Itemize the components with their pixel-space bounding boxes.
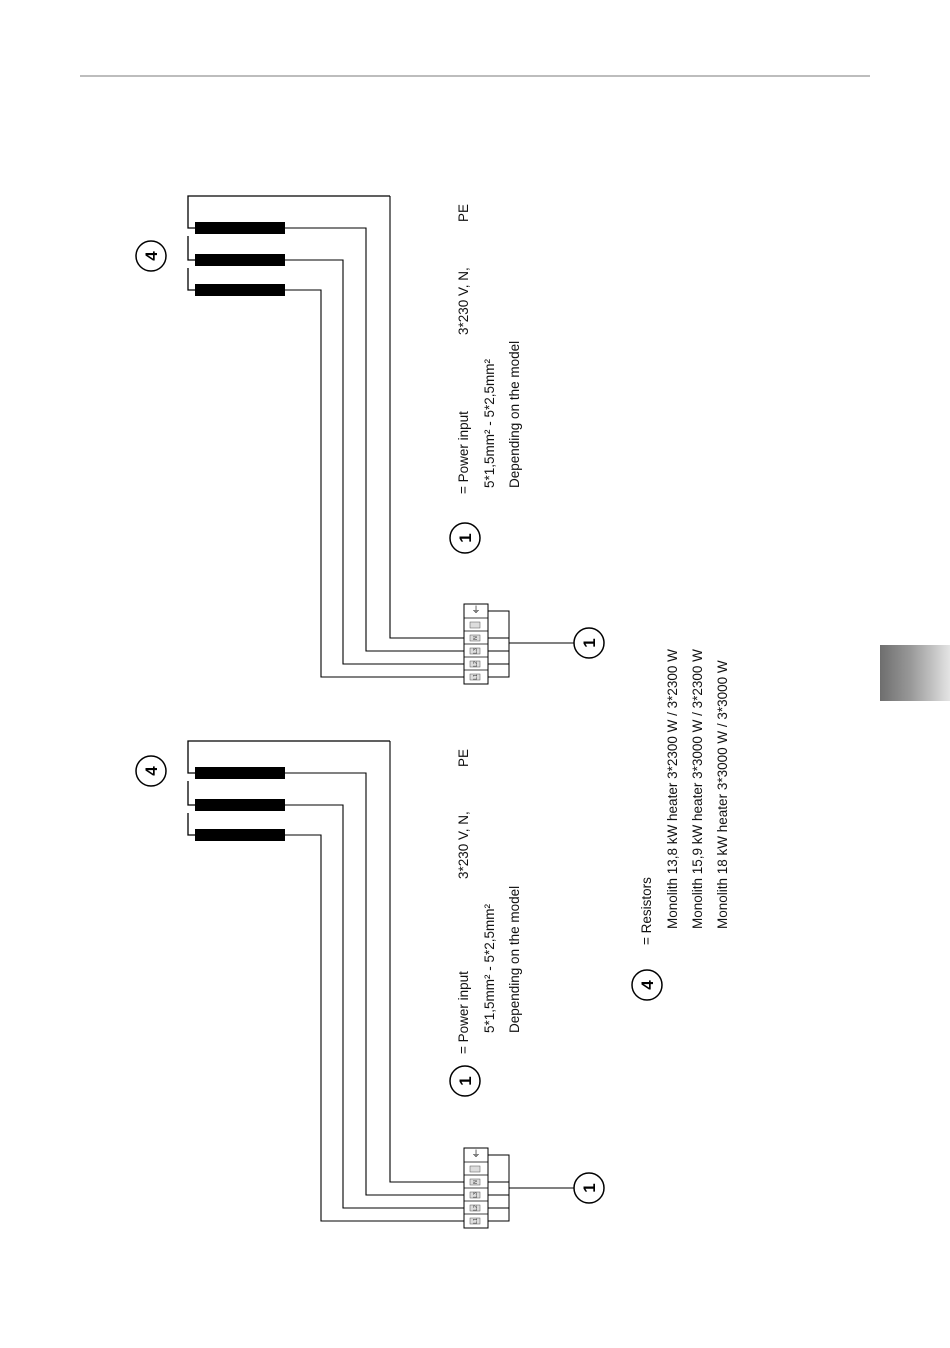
legend-pe: PE [456,204,471,222]
callout-power-input: 1 [573,1172,605,1204]
resistors-legend: 4 = Resistors Monolith 13,8 kW heater 3*… [631,649,730,1001]
resistor-element [195,284,285,296]
earth-symbol: ⏚ [471,1149,480,1159]
wire [285,259,466,665]
terminal-label: L3 [473,648,479,654]
legend-line-1: = Power input [456,971,471,1054]
wire [389,741,466,1183]
resistor-element [195,799,285,811]
terminal-label: L3 [473,1192,479,1198]
legend-line-2: 5*1,5mm² - 5*2,5mm² [482,903,497,1033]
svg-text:4: 4 [638,980,657,990]
wire [285,289,466,678]
legend-voltage: 3*230 V, N, [456,267,471,335]
legend-marker [449,1065,481,1097]
svg-text:1: 1 [580,638,599,647]
resistors-title: = Resistors [639,877,654,945]
terminal-label: L1 [473,1218,479,1224]
resistor-spec-row: Monolith 18 kW heater 3*3000 W / 3*3000 … [715,660,730,929]
terminal-label: L1 [473,674,479,680]
power-input-legend: 1 = Power input 3*230 V, N, PE 5*1,5mm² … [449,204,522,554]
earth-symbol: ⏚ [471,605,480,615]
legend-marker [631,969,663,1001]
power-input-legend: 1 = Power input 3*230 V, N, PE 5*1,5mm² … [449,749,522,1097]
callout-resistors: 4 [135,755,167,787]
terminal-label: N [473,1180,479,1184]
legend-voltage: 3*230 V, N, [456,811,471,879]
legend-line-3: Depending on the model [507,341,522,488]
header-rule [80,75,870,77]
callout-resistors: 4 [135,240,167,272]
terminal-label: N [473,636,479,640]
svg-text:4: 4 [142,766,161,776]
legend-marker [449,522,481,554]
resistor-element [195,767,285,779]
svg-text:1: 1 [456,1076,475,1085]
resistor-element [195,254,285,266]
svg-text:4: 4 [142,251,161,261]
terminal-block: ⏚ [463,1147,489,1229]
wire [285,772,466,1196]
resistor-spec-row: Monolith 15,9 kW heater 3*3000 W / 3*230… [690,649,705,929]
legend-pe: PE [456,749,471,767]
legend-line-1: = Power input [456,411,471,494]
terminal-label: L2 [473,1205,479,1211]
wire [285,804,466,1209]
diagram-bottom: ⏚ 1 4 1 = Power input 3*230 V, N, PE 5*1… [135,740,605,1229]
heater-bracket [187,195,390,291]
terminal-bridge [488,1154,510,1222]
wire [285,227,466,652]
resistor-spec-row: Monolith 13,8 kW heater 3*2300 W / 3*230… [665,649,680,929]
diagram-top: ⏚ 1 4 1 = Power input 3*230 V, N, PE 5*1… [135,195,605,685]
wire [285,834,466,1222]
resistor-element [195,829,285,841]
resistor-element [195,222,285,234]
callout-power-input: 1 [573,627,605,659]
svg-text:1: 1 [580,1183,599,1192]
wire [389,196,466,639]
legend-line-2: 5*1,5mm² - 5*2,5mm² [482,358,497,488]
heater-bracket [187,740,390,836]
chapter-tab [880,645,950,701]
legend-line-3: Depending on the model [507,886,522,1033]
terminal-block: ⏚ [463,603,489,685]
terminal-label: L2 [473,661,479,667]
terminal-bridge [488,610,510,678]
svg-text:1: 1 [456,533,475,542]
